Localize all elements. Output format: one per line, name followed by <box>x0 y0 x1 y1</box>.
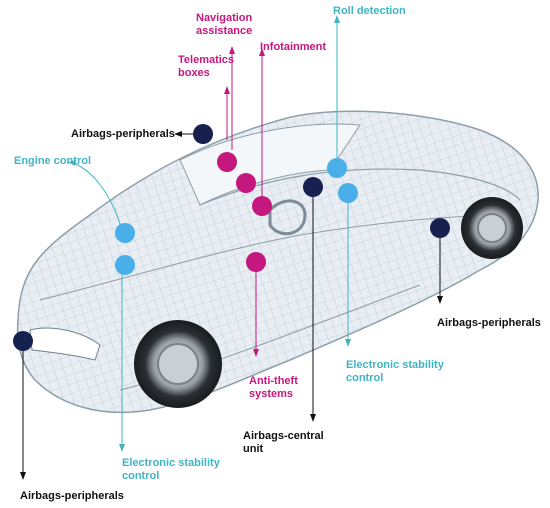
label-infotainment: Infotainment <box>260 41 326 53</box>
label-airbags-peripherals-right: Airbags-peripherals <box>437 317 541 329</box>
label-anti-theft-systems: Anti-theft systems <box>249 375 298 400</box>
label-navigation-assistance: Navigation assistance <box>196 12 253 37</box>
dot-engine-control <box>115 223 135 243</box>
label-engine-control: Engine control <box>14 155 91 167</box>
dot-airbags-central <box>303 177 323 197</box>
dot-telematics <box>217 152 237 172</box>
dot-anti-theft <box>246 252 266 272</box>
dot-esc-bottom <box>115 255 135 275</box>
label-esc-right: Electronic stability control <box>346 359 444 384</box>
dot-airbags-top <box>193 124 213 144</box>
label-telematics-boxes: Telematics boxes <box>178 54 235 79</box>
label-airbags-peripherals-bottom: Airbags-peripherals <box>20 490 124 502</box>
dot-airbags-bottom <box>13 331 33 351</box>
steering-wheel <box>268 199 307 236</box>
dot-infotainment <box>252 196 272 216</box>
dot-esc-right <box>338 183 358 203</box>
label-roll-detection: Roll detection <box>333 5 406 17</box>
leader-lines <box>20 15 443 480</box>
leader-engine-control <box>69 161 123 231</box>
label-airbags-central-unit: Airbags-central unit <box>243 430 324 455</box>
label-esc-bottom: Electronic stability control <box>122 457 220 482</box>
dot-roll-detection <box>327 158 347 178</box>
car-grille <box>29 327 101 361</box>
label-airbags-peripherals-top: Airbags-peripherals <box>71 128 175 140</box>
rear-wheel <box>461 197 523 259</box>
dot-airbags-right <box>430 218 450 238</box>
car-beltline <box>39 214 521 301</box>
dot-navigation <box>236 173 256 193</box>
car-body <box>16 110 539 414</box>
car-windshield <box>179 123 361 206</box>
sensor-dots <box>13 124 450 351</box>
front-wheel <box>134 320 222 408</box>
